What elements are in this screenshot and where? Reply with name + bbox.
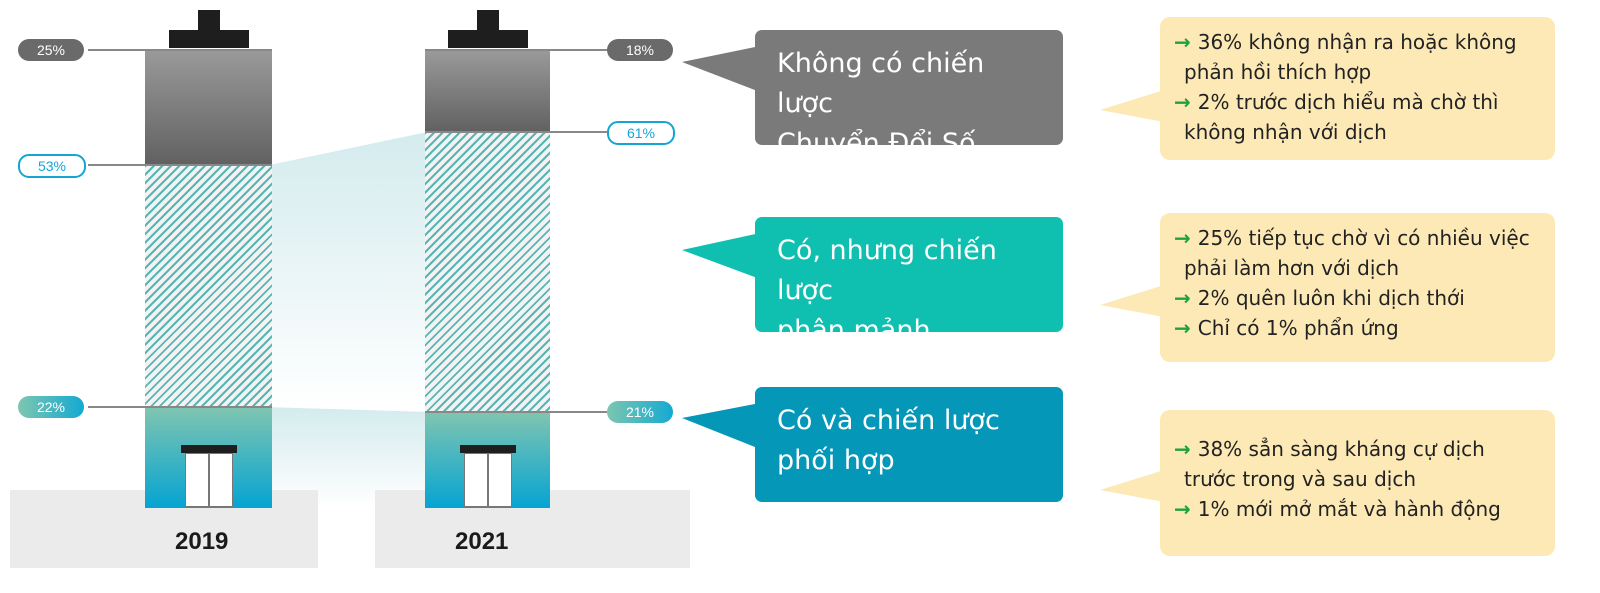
note-text: phản hồi thích hợp — [1184, 60, 1372, 84]
coordinated-strategy-segment-2019 — [145, 407, 272, 508]
note-text: trước trong và sau dịch — [1184, 467, 1417, 491]
guide-line — [88, 163, 272, 166]
fragmented-connector — [272, 132, 425, 408]
note-text: không nhận với dịch — [1184, 120, 1387, 144]
arrow-right-icon: → — [1174, 286, 1198, 310]
callout-pointer — [682, 233, 760, 279]
callout-line: Chuyển Đổi Số — [777, 128, 976, 159]
roof-antenna-icon — [197, 10, 220, 32]
note-line: → 36% không nhận ra hoặc không — [1174, 27, 1541, 57]
no-strategy-segment-2021 — [425, 50, 550, 133]
note-text: 1% mới mở mắt và hành động — [1197, 497, 1501, 521]
data-label-coordinated-strategy-2021: 21% — [607, 400, 673, 423]
detail-note-fragmented-strategy: → 25% tiếp tục chờ vì có nhiều việc phải … — [1160, 213, 1555, 362]
arrow-right-icon: → — [1174, 30, 1198, 54]
legend-callout-fragmented-strategy: Có, nhưng chiến lược phân mảnh — [755, 217, 1063, 346]
detail-note-coordinated-strategy: → 38% sẳn sàng kháng cự dịch trước trong … — [1160, 410, 1555, 556]
callout-line: Không có chiến lược — [777, 48, 985, 119]
building-bar-2019 — [145, 50, 272, 508]
note-line: phải làm hơn với dịch — [1174, 253, 1541, 283]
data-label-fragmented-strategy-2021: 61% — [607, 121, 675, 146]
arrow-right-icon: → — [1174, 226, 1198, 250]
data-label-no-strategy-2021: 18% — [607, 39, 673, 61]
note-line: → Chỉ có 1% phẩn ứng — [1174, 313, 1541, 343]
note-text: 25% tiếp tục chờ vì có nhiều việc — [1197, 226, 1530, 250]
callout-line: phối hợp — [777, 445, 895, 476]
year-label-2019: 2019 — [175, 528, 229, 555]
note-line: → 2% trước dịch hiểu mà chờ thì — [1174, 87, 1541, 117]
coordinated-connector — [272, 407, 425, 508]
door-icon — [459, 444, 516, 508]
callout-pointer — [682, 46, 760, 92]
guide-line — [88, 406, 272, 409]
data-label-fragmented-strategy-2019: 53% — [18, 153, 86, 178]
note-text: 36% không nhận ra hoặc không — [1197, 30, 1517, 54]
connector-fades — [272, 132, 425, 508]
callout-pointer — [682, 403, 760, 449]
data-label-no-strategy-2019: 25% — [18, 39, 84, 61]
fragmented-strategy-segment-2021 — [425, 132, 550, 412]
guide-line — [88, 49, 272, 51]
coordinated-strategy-segment-2021 — [425, 411, 550, 508]
note-line: → 38% sẳn sàng kháng cự dịch — [1174, 434, 1541, 464]
note-line: trước trong và sau dịch — [1174, 464, 1541, 494]
note-line: → 2% quên luôn khi dịch thới — [1174, 283, 1541, 313]
year-label-2021: 2021 — [455, 528, 509, 555]
arrow-right-icon: → — [1174, 437, 1198, 461]
detail-note-no-strategy: → 36% không nhận ra hoặc không phản hồi t… — [1160, 17, 1555, 160]
note-text: 2% quên luôn khi dịch thới — [1197, 286, 1465, 310]
note-text: 38% sẳn sàng kháng cự dịch — [1197, 437, 1485, 461]
note-line: không nhận với dịch — [1174, 117, 1541, 147]
no-strategy-segment-2019 — [145, 50, 272, 165]
callout-line: Có và chiến lược — [777, 405, 1000, 436]
note-pointer — [1100, 90, 1164, 122]
guide-line — [425, 410, 607, 413]
note-line: phản hồi thích hợp — [1174, 57, 1541, 87]
arrow-right-icon: → — [1174, 497, 1198, 521]
note-pointer — [1100, 285, 1164, 317]
note-line: → 25% tiếp tục chờ vì có nhiều việc — [1174, 223, 1541, 253]
fragmented-strategy-segment-2019 — [145, 164, 272, 408]
callout-line: phân mảnh — [777, 315, 931, 346]
legend-callout-coordinated-strategy: Có và chiến lược phối hợp — [755, 387, 1063, 502]
arrow-right-icon: → — [1174, 316, 1198, 340]
door-icon — [180, 444, 237, 508]
note-text: Chỉ có 1% phẩn ứng — [1197, 316, 1399, 340]
callout-line: Có, nhưng chiến lược — [777, 235, 997, 306]
guide-line — [425, 131, 607, 134]
note-line: → 1% mới mở mắt và hành động — [1174, 494, 1541, 524]
building-bar-2021 — [425, 50, 550, 508]
note-pointer — [1100, 470, 1164, 502]
roof-antenna-icon — [476, 10, 499, 32]
arrow-right-icon: → — [1174, 90, 1198, 114]
roof-icon — [447, 30, 528, 48]
guide-line — [425, 49, 607, 51]
note-text: 2% trước dịch hiểu mà chờ thì — [1197, 90, 1499, 114]
note-text: phải làm hơn với dịch — [1184, 256, 1400, 280]
roof-icon — [168, 30, 249, 48]
data-label-coordinated-strategy-2019: 22% — [18, 396, 84, 419]
